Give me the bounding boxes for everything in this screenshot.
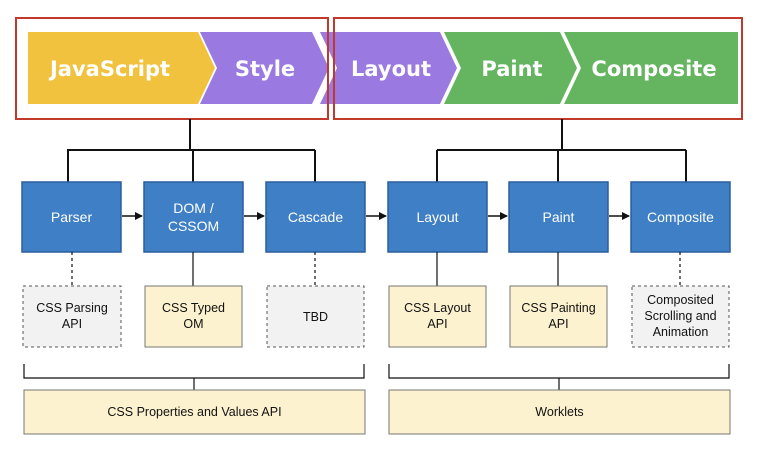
stage-javascript-label: JavaScript	[48, 57, 170, 81]
connector-lines	[67, 119, 687, 182]
stage-paint-label: Paint	[481, 57, 542, 81]
bar-worklets	[388, 389, 731, 435]
api-composited-line3: Animation	[653, 325, 709, 339]
rendering-pipeline: JavaScript Style Layout Paint Composite	[28, 32, 738, 104]
box-cascade	[265, 181, 366, 253]
stage-style-label: Style	[235, 57, 295, 81]
box-layout	[387, 181, 488, 253]
box-dom-label-line1: DOM /	[173, 200, 214, 216]
box-composite	[630, 181, 731, 253]
bar-css-properties-label: CSS Properties and Values API	[107, 405, 281, 419]
stage-javascript-chevron	[28, 32, 215, 104]
stage-composite-chevron	[564, 32, 738, 104]
api-css-parsing-line1: CSS Parsing	[36, 301, 108, 315]
box-dom-cssom	[143, 181, 244, 253]
process-boxes: Parser DOM / CSSOM Cascade Layout Paint …	[21, 181, 731, 253]
box-layout-label: Layout	[416, 209, 458, 225]
bar-css-properties-values	[23, 389, 366, 435]
api-composited-line1: Composited	[647, 293, 714, 307]
api-css-painting	[509, 285, 608, 348]
highlight-frame-js-style	[15, 17, 329, 120]
api-tbd	[266, 285, 365, 348]
api-connectors	[71, 252, 681, 286]
box-paint-label: Paint	[543, 209, 575, 225]
bottom-brackets	[23, 364, 730, 390]
api-boxes: CSS Parsing API CSS Typed OM TBD CSS Lay…	[22, 285, 730, 348]
bar-worklets-label: Worklets	[535, 405, 583, 419]
api-css-parsing-line2: API	[62, 317, 82, 331]
api-css-layout-line2: API	[427, 317, 447, 331]
api-css-painting-line1: CSS Painting	[521, 301, 595, 315]
api-tbd-label: TBD	[303, 310, 328, 324]
api-css-parsing	[22, 285, 122, 348]
api-composited-line2: Scrolling and	[644, 309, 716, 323]
box-parser-label: Parser	[51, 209, 93, 225]
box-paint	[508, 181, 609, 253]
box-composite-label: Composite	[647, 209, 714, 225]
stage-style-chevron	[200, 32, 329, 104]
stage-layout-chevron	[320, 32, 457, 104]
box-dom-label-line2: CSSOM	[168, 218, 219, 234]
api-composited-scrolling	[631, 285, 730, 348]
stage-composite-label: Composite	[591, 57, 716, 81]
api-css-typed-line1: CSS Typed	[162, 301, 225, 315]
api-css-layout-line1: CSS Layout	[404, 301, 471, 315]
api-css-layout	[388, 285, 487, 348]
stage-paint-chevron	[444, 32, 577, 104]
api-css-typed-om	[144, 285, 243, 348]
api-css-painting-line2: API	[548, 317, 568, 331]
api-css-typed-line2: OM	[183, 317, 203, 331]
bottom-bars: CSS Properties and Values API Worklets	[23, 389, 731, 435]
box-parser	[21, 181, 122, 253]
stage-layout-label: Layout	[351, 57, 431, 81]
box-cascade-label: Cascade	[288, 209, 343, 225]
highlight-frame-layout-composite	[333, 17, 743, 120]
